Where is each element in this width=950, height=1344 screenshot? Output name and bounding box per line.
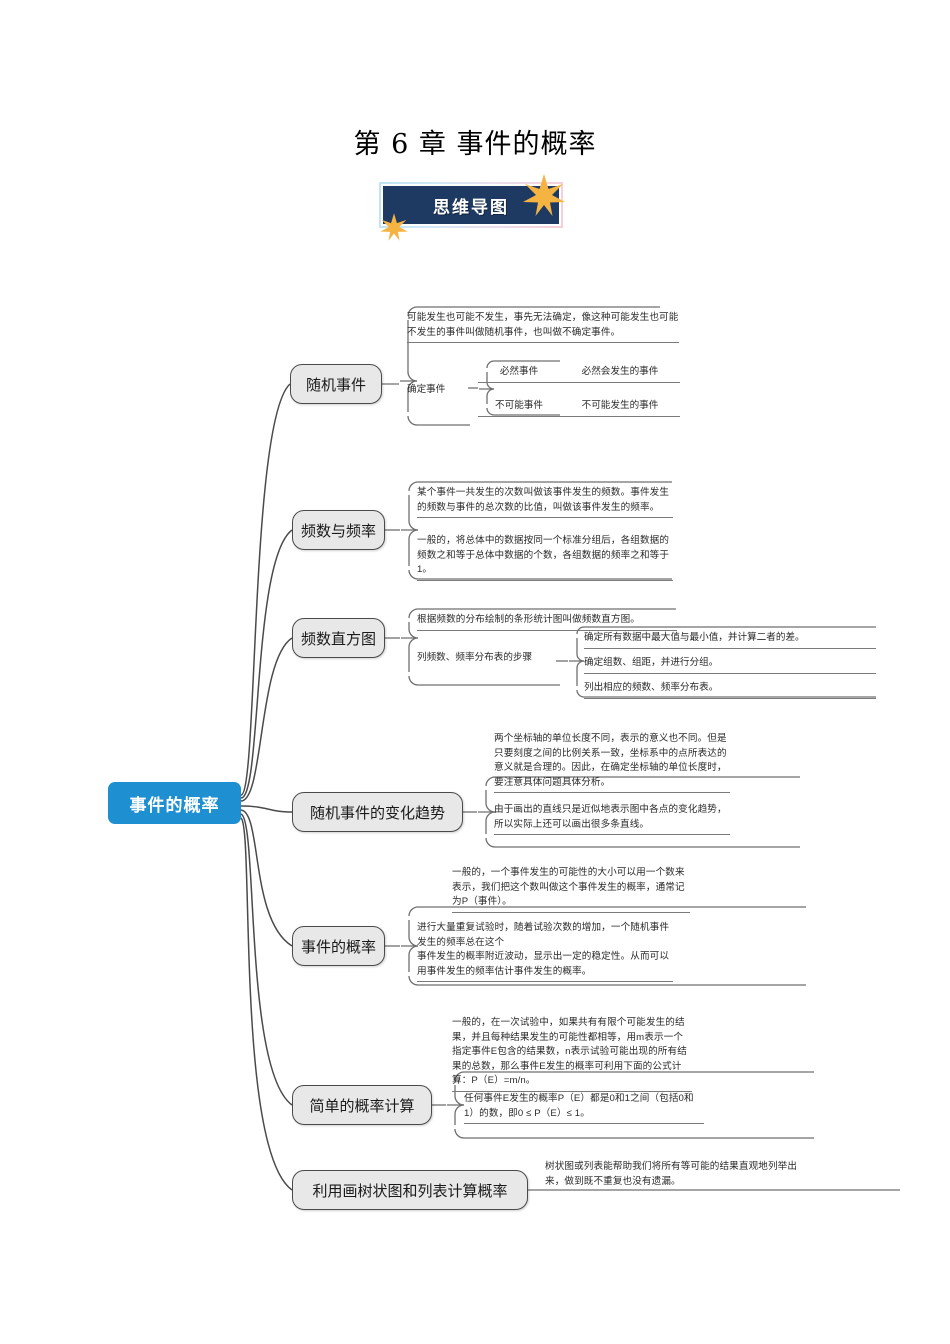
banner-label: 思维导图: [433, 197, 509, 217]
branch-node-random-event[interactable]: 随机事件: [290, 364, 382, 404]
subnode-inevitable-event-desc: 必然会发生的事件: [560, 365, 680, 383]
branch-node-tree-table[interactable]: 利用画树状图和列表计算概率: [292, 1170, 528, 1210]
subnode-histogram-steps-label: 列频数、频率分布表的步骤: [417, 652, 533, 663]
branch-node-histogram[interactable]: 频数直方图: [292, 618, 385, 658]
note-tree-table-usage: 树状图或列表能帮助我们将所有等可能的结果直观地列举出来，做到既不重复也没有遗漏。: [545, 1161, 798, 1187]
note-frequency-sum: 一般的，将总体中的数据按同一个标准分组后，各组数据的频数之和等于总体中数据的个数…: [417, 534, 673, 581]
mindmap-root-node[interactable]: 事件的概率: [108, 782, 241, 824]
branch-node-trend[interactable]: 随机事件的变化趋势: [292, 792, 463, 832]
subnode-impossible-event-desc: 不可能发生的事件: [560, 399, 680, 417]
subnode-histogram-step-1: 确定所有数据中最大值与最小值，并计算二者的差。: [584, 631, 876, 649]
note-trend-lines: 由于画出的直线只是近似地表示图中各点的变化趋势，所以实际上还可以画出很多条直线。: [494, 803, 730, 836]
note-probability-stability: 进行大量重复试验时，随着试验次数的增加，一个随机事件发生的频率总在这个 事件发生…: [417, 921, 673, 983]
star-icon-bottom: [380, 213, 408, 241]
branch-node-probability[interactable]: 事件的概率: [292, 926, 385, 966]
subnode-histogram-step-2: 确定组数、组距，并进行分组。: [584, 656, 876, 674]
note-probability-definition: 一般的，一个事件发生的可能性的大小可以用一个数来表示，我们把这个数叫做这个事件发…: [452, 866, 690, 913]
banner-body: 思维导图: [383, 186, 559, 224]
note-simple-calc-formula: 一般的，在一次试验中，如果共有有限个可能发生的结果，并且每种结果发生的可能性都相…: [452, 1016, 692, 1092]
subnode-certain-event-label: 确定事件: [407, 384, 446, 395]
note-trend-axis-units: 两个坐标轴的单位长度不同，表示的意义也不同。但是只要刻度之间的比例关系一致，坐标…: [494, 732, 730, 794]
branch-node-simple-calc[interactable]: 简单的概率计算: [292, 1085, 432, 1125]
branch-node-frequency[interactable]: 频数与频率: [292, 510, 385, 550]
mindmap-banner: 思维导图: [371, 174, 571, 241]
star-icon-top: [523, 174, 565, 216]
subnode-impossible-event-term: 不可能事件: [478, 399, 560, 417]
note-histogram-definition: 根据频数的分布绘制的条形统计图叫做频数直方图。: [417, 613, 677, 631]
banner-frame-inner: 思维导图: [381, 184, 561, 226]
note-random-event-definition: 可能发生也可能不发生，事先无法确定，像这种可能发生也可能不发生的事件叫做随机事件…: [407, 311, 679, 344]
subnode-inevitable-event-term: 必然事件: [478, 365, 560, 383]
subnode-histogram-step-3: 列出相应的频数、频率分布表。: [584, 681, 876, 699]
page-title: 第 6 章 事件的概率: [353, 129, 597, 160]
note-simple-calc-range: 任何事件E发生的概率P（E）都是0和1之间（包括0和1）的数，即0 ≤ P（E）…: [464, 1092, 704, 1125]
note-frequency-definition: 某个事件一共发生的次数叫做该事件发生的频数。事件发生的频数与事件的总次数的比值，…: [417, 486, 673, 519]
